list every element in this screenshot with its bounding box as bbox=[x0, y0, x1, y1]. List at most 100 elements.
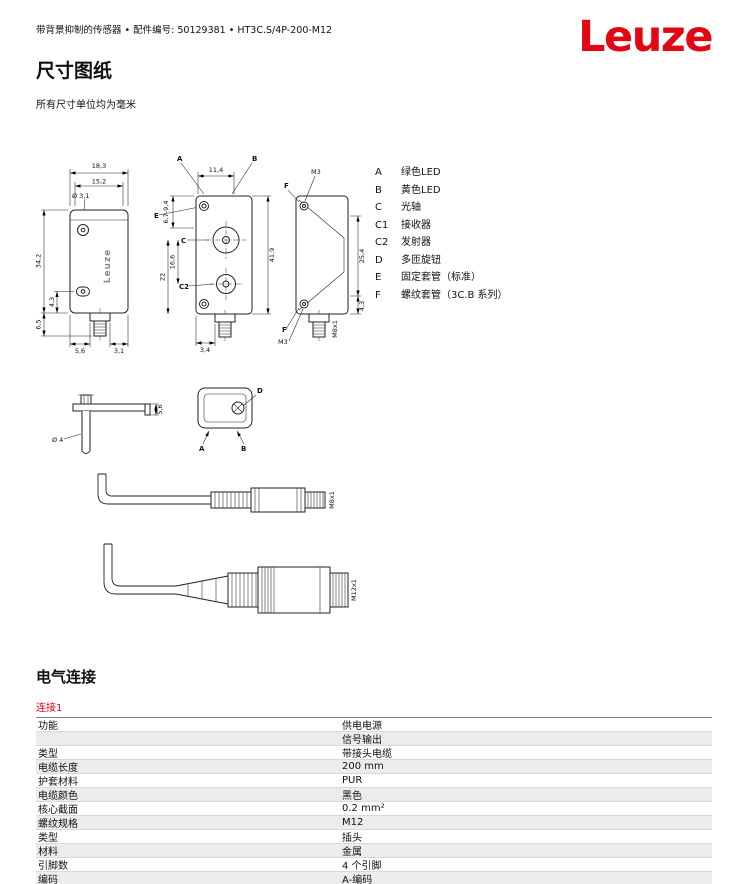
legend-item: C1 接收器 bbox=[375, 217, 508, 235]
label-f-top: F bbox=[284, 182, 289, 190]
dim-side-height: 41,9 bbox=[268, 248, 276, 262]
row-label: 编码 bbox=[38, 875, 58, 884]
section-title-dimensions: 尺寸图纸 bbox=[36, 60, 113, 82]
dim-front-offset: 4,3 bbox=[48, 297, 56, 307]
row-value: 4 个引脚 bbox=[342, 861, 382, 872]
legend-item: A 绿色LED bbox=[375, 164, 508, 182]
table-row: 电缆颜色 黑色 bbox=[36, 788, 712, 802]
label-d: D bbox=[257, 387, 263, 395]
mounting-bracket-drawing: Ø 4 5,6 bbox=[52, 394, 164, 454]
legend-label: 光轴 bbox=[401, 202, 421, 213]
dim-side-bottom: 3,4 bbox=[200, 346, 210, 354]
label-c2: C2 bbox=[179, 283, 189, 291]
legend-label: 绿色LED bbox=[401, 167, 441, 178]
document-meta-line: 带背景抑制的传感器 • 配件编号: 50129381 • HT3C.S/4P-2… bbox=[36, 25, 333, 36]
dim-front-connector-h: 6,5 bbox=[35, 319, 43, 329]
legend-item: F 螺纹套管（3C.B 系列） bbox=[375, 287, 508, 305]
table-row: 信号输出 bbox=[36, 732, 712, 746]
row-label: 螺纹规格 bbox=[38, 819, 78, 830]
dim-side-axis1: 16,6 bbox=[169, 255, 177, 269]
dim-bracket-height: 5,6 bbox=[156, 404, 164, 414]
dim-front-height: 34,2 bbox=[35, 254, 43, 268]
label-e: E bbox=[154, 212, 159, 220]
dimension-drawings: 18,3 15,2 Ø 3,1 Leuze 34,2 4,3 6,5 5,6 bbox=[35, 155, 366, 614]
dim-bracket-hole: Ø 4 bbox=[52, 436, 63, 444]
dim-front-width-inner: 15,2 bbox=[92, 178, 106, 186]
dim-cable-m8-thread: M8x1 bbox=[328, 491, 336, 509]
row-label: 电缆颜色 bbox=[38, 791, 78, 802]
unit-note: 所有尺寸单位均为毫米 bbox=[36, 100, 136, 111]
dim-front-bottom-right: 3,1 bbox=[114, 347, 124, 355]
label-m3-bottom: M3 bbox=[278, 338, 288, 346]
legend-item: E 固定套管（标准） bbox=[375, 269, 508, 287]
dim-front-bottom-left: 5,6 bbox=[75, 347, 85, 355]
label-b: B bbox=[252, 155, 257, 163]
dim-cable-m12-thread: M12x1 bbox=[350, 579, 358, 601]
legend-key: A bbox=[375, 167, 382, 178]
label-f-bottom: F bbox=[282, 326, 287, 334]
legend-item: D 多匝旋钮 bbox=[375, 252, 508, 270]
row-label: 功能 bbox=[38, 721, 58, 732]
label-detail-b: B bbox=[241, 445, 246, 453]
row-value: 200 mm bbox=[342, 761, 384, 772]
label-detail-a: A bbox=[199, 445, 205, 453]
dim-side-axis2: 22 bbox=[159, 273, 167, 281]
row-value: 0.2 mm² bbox=[342, 803, 385, 814]
table-row: 类型带接头电缆 bbox=[36, 746, 712, 760]
row-label: 护套材料 bbox=[38, 777, 78, 788]
section-title-electrical: 电气连接 bbox=[36, 668, 97, 686]
legend-label: 发射器 bbox=[401, 237, 431, 248]
front-view-drawing: 18,3 15,2 Ø 3,1 Leuze 34,2 4,3 6,5 5,6 bbox=[35, 162, 129, 355]
legend-label: 固定套管（标准） bbox=[401, 272, 481, 283]
row-label: 类型 bbox=[38, 749, 58, 760]
row-value: PUR bbox=[342, 775, 363, 786]
table-row: 螺纹规格 M12 bbox=[36, 816, 712, 830]
legend-item: B 黄色LED bbox=[375, 182, 508, 200]
table-row: 核心截面 0.2 mm² bbox=[36, 802, 712, 816]
legend-item: C2 发射器 bbox=[375, 234, 508, 252]
label-c: C bbox=[181, 237, 186, 245]
row-label: 核心截面 bbox=[38, 805, 78, 816]
label-a: A bbox=[177, 155, 183, 163]
row-value: 信号输出 bbox=[342, 735, 382, 746]
legend-key: B bbox=[375, 184, 382, 196]
row-value: 黑色 bbox=[342, 791, 362, 802]
legend-label: 螺纹套管（3C.B 系列） bbox=[401, 289, 508, 301]
dim-back-height: 25,4 bbox=[358, 249, 366, 263]
legend-key: F bbox=[375, 289, 381, 301]
leuze-logo: Leuze bbox=[578, 12, 713, 62]
m8-cable-drawing: M8x1 bbox=[97, 473, 336, 513]
legend-label: 黄色LED bbox=[401, 184, 441, 196]
table-row: 材料 金属 bbox=[36, 844, 712, 858]
back-view-drawing: M3 F 25,4 4,3 F M3 M8x1 bbox=[278, 168, 366, 346]
legend-key: C2 bbox=[375, 237, 389, 248]
device-brand-label: Leuze bbox=[103, 249, 113, 284]
side-view-drawing: A B 11,4 6,7-9,4 E C C2 16,6 bbox=[154, 155, 276, 354]
dim-side-range: 6,7-9,4 bbox=[162, 200, 170, 223]
row-label: 类型 bbox=[38, 833, 58, 844]
table-row: 护套材料 PUR bbox=[36, 774, 712, 788]
table-row: 类型 插头 bbox=[36, 830, 712, 844]
dim-side-top-width: 11,4 bbox=[209, 166, 223, 174]
row-value: 供电电源 bbox=[342, 721, 382, 732]
row-value: 金属 bbox=[342, 847, 362, 858]
table-row: 功能 供电电源 bbox=[36, 718, 712, 732]
label-m3-top: M3 bbox=[311, 168, 321, 176]
detail-top-view: D A B bbox=[197, 387, 263, 453]
legend-key: E bbox=[375, 272, 382, 283]
legend-key: D bbox=[375, 254, 383, 266]
row-label: 引脚数 bbox=[38, 861, 68, 872]
legend-label: 多匝旋钮 bbox=[401, 254, 441, 266]
legend-label: 接收器 bbox=[401, 219, 431, 231]
row-value: 插头 bbox=[342, 833, 362, 844]
row-value: M12 bbox=[342, 817, 364, 828]
legend-key: C1 bbox=[375, 219, 389, 231]
dim-front-hole: Ø 3,1 bbox=[72, 192, 90, 200]
row-value: A-编码 bbox=[342, 875, 373, 884]
row-label: 材料 bbox=[38, 847, 58, 858]
